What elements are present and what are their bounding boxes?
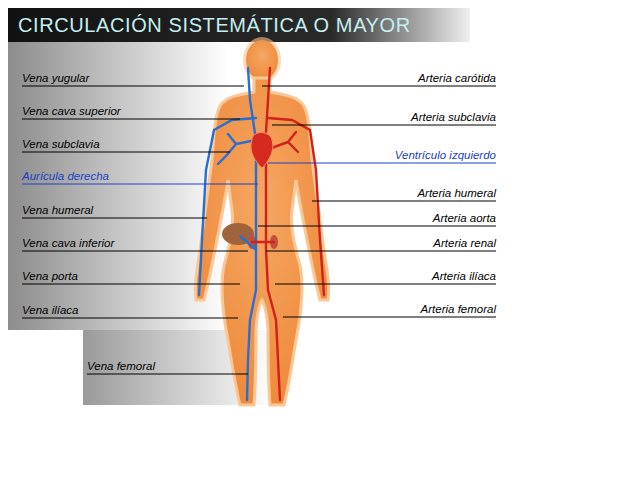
body-figure <box>195 37 328 405</box>
title: CIRCULACIÓN SISTEMÁTICA O MAYOR <box>18 13 411 37</box>
leader-lines <box>22 86 496 374</box>
label-anchor: Vena yugular <box>22 72 89 85</box>
part-label: Vena cava superior <box>22 105 121 118</box>
label-anchor: Vena ilíaca <box>22 304 78 317</box>
label-anchor: Vena cava inferior <box>22 237 114 250</box>
label-anchor: Arteria aorta <box>433 212 496 225</box>
part-label: Vena subclavia <box>22 138 100 151</box>
label-anchor: Vena humeral <box>22 204 93 217</box>
label-anchor: Arteria femoral <box>421 303 496 316</box>
part-label: Vena ilíaca <box>22 304 78 317</box>
label-anchor: Arteria ilíaca <box>432 270 496 283</box>
label-anchor: Arteria subclavia <box>411 111 496 124</box>
part-label: Arteria aorta <box>433 212 496 225</box>
title-anchor: CIRCULACIÓN SISTEMÁTICA O MAYOR <box>18 13 411 37</box>
label-anchor: Aurícula derecha <box>22 170 109 183</box>
part-label: Vena femoral <box>87 360 155 373</box>
part-label: Vena porta <box>22 270 78 283</box>
label-anchor: Vena cava superior <box>22 105 121 118</box>
label-anchor: Arteria renal <box>433 237 496 250</box>
label-anchor: Vena porta <box>22 270 78 283</box>
part-label: Arteria subclavia <box>411 111 496 124</box>
part-label: Arteria humeral <box>417 187 496 200</box>
label-anchor: Vena subclavia <box>22 138 100 151</box>
part-label: Aurícula derecha <box>22 170 109 183</box>
part-label: Arteria renal <box>433 237 496 250</box>
part-label: Arteria femoral <box>421 303 496 316</box>
label-anchor: Ventrículo izquierdo <box>395 149 496 162</box>
label-anchor: Arteria humeral <box>417 187 496 200</box>
title-bar <box>8 8 470 42</box>
label-anchor: Arteria carótida <box>418 72 496 85</box>
part-label: Ventrículo izquierdo <box>395 149 496 162</box>
label-anchor: Vena femoral <box>87 360 155 373</box>
part-label: Vena humeral <box>22 204 93 217</box>
part-label: Vena yugular <box>22 72 89 85</box>
part-label: Vena cava inferior <box>22 237 114 250</box>
part-label: Arteria carótida <box>418 72 496 85</box>
part-label: Arteria ilíaca <box>432 270 496 283</box>
